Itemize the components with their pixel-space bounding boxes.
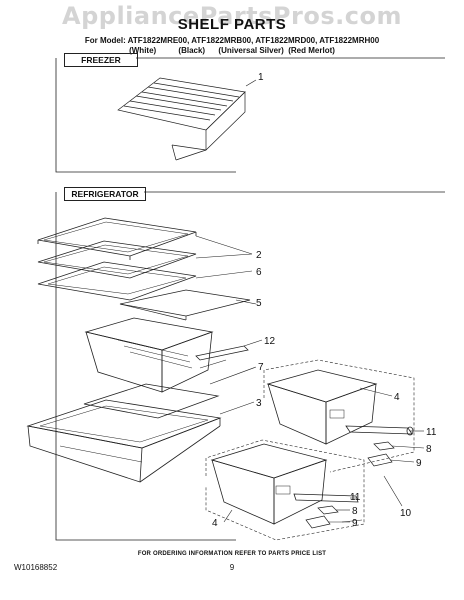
shelf-frame (37, 261, 197, 301)
leader-2a (195, 235, 253, 255)
leader-6 (195, 270, 253, 279)
leader-5 (235, 299, 257, 305)
slide-upper (367, 441, 395, 467)
callout-11-upper: 11 (426, 427, 437, 438)
callout-11-lower: 11 (350, 492, 361, 503)
callout-10: 10 (400, 508, 412, 519)
callout-1: 1 (258, 72, 264, 83)
freezer-wire-shelf (117, 77, 246, 161)
crisper-drawer-lower (210, 443, 328, 525)
callout-3: 3 (256, 398, 262, 409)
leader-4a (359, 387, 393, 397)
callout-9-lower: 9 (352, 518, 358, 529)
drawer-rail-lower (293, 493, 359, 503)
glass-panel (83, 383, 220, 419)
drawer-slide-rail (195, 345, 249, 361)
slide-lower (305, 505, 339, 529)
watermark-logo: AppliancePartsPros.com (62, 2, 402, 30)
callout-2: 2 (256, 250, 262, 261)
callout-8-lower: 8 (352, 506, 358, 517)
page-title: SHELF PARTS (177, 16, 287, 33)
crisper-drawer-upper (266, 369, 378, 445)
leader-9a (389, 459, 415, 463)
refrigerator-section-label: REFRIGERATOR (64, 187, 146, 201)
leader-3 (219, 401, 255, 415)
callout-8-upper: 8 (426, 444, 432, 455)
freezer-frame (55, 58, 236, 173)
freezer-section-label: FREEZER (64, 53, 138, 67)
callout-5: 5 (256, 298, 262, 309)
glass-shelf-lower (37, 240, 197, 279)
leader-7 (209, 366, 257, 385)
callout-7: 7 (258, 362, 264, 373)
callout-6: 6 (256, 267, 262, 278)
crisper-cover-frame (26, 399, 222, 483)
leader-8a (391, 445, 425, 449)
crisper-cover (119, 289, 251, 321)
document-part-number: W10168852 (14, 563, 58, 572)
model-list: For Model: ATF1822MRE00, ATF1822MRB00, A… (84, 36, 380, 45)
callout-4-lower: 4 (212, 518, 218, 529)
leader-2b (195, 253, 253, 259)
lower-assembly-dash (205, 439, 365, 541)
leader-12 (243, 339, 263, 347)
refrigerator-frame (55, 192, 236, 541)
glass-shelf-upper (37, 217, 197, 260)
callout-12: 12 (264, 336, 276, 347)
leader-1 (245, 79, 257, 87)
upper-assembly-dash (263, 359, 415, 473)
ordering-notice: FOR ORDERING INFORMATION REFER TO PARTS … (137, 551, 327, 557)
callout-4-upper: 4 (394, 392, 400, 403)
drawer-rail-upper (345, 425, 414, 436)
callout-9-upper: 9 (416, 458, 422, 469)
leader-4b (223, 509, 233, 523)
leader-10 (383, 475, 403, 507)
model-colors: (White) (Black) (Universal Silver) (Red … (129, 46, 335, 55)
leader-9c (341, 519, 363, 523)
page-number: 9 (229, 563, 235, 572)
deli-drawer (84, 317, 214, 393)
leader-7b (199, 359, 227, 369)
